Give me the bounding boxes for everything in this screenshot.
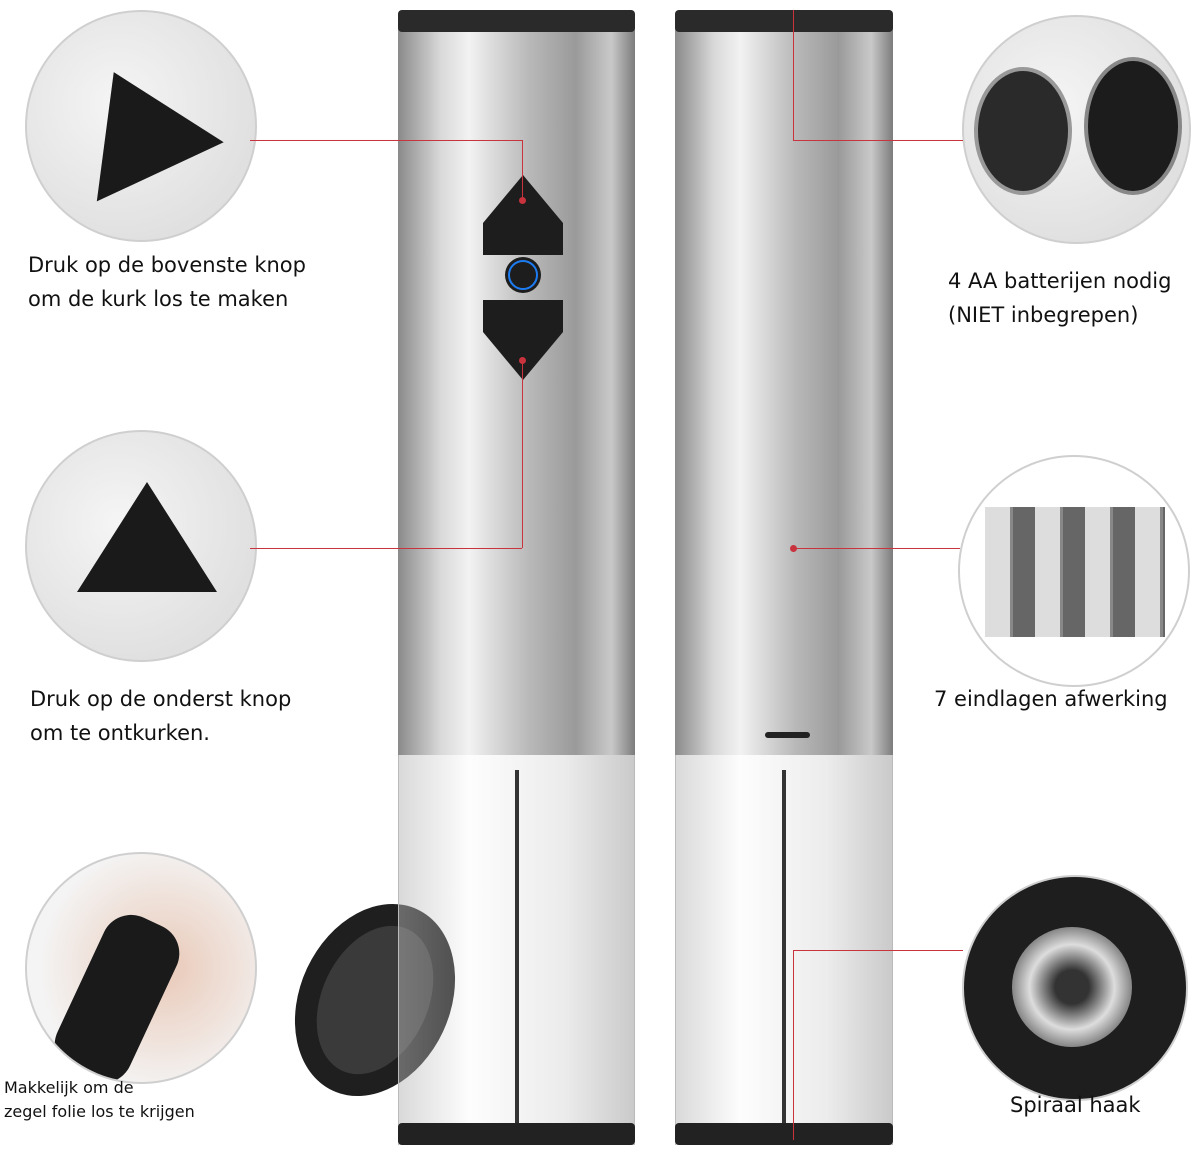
batteries-caption: 4 AA batterijen nodig (NIET inbegrepen) (948, 264, 1171, 332)
power-button[interactable] (508, 260, 538, 290)
caption-line: Spiraal haak (1010, 1093, 1141, 1117)
cutter-handle-icon (44, 905, 190, 1082)
finish-caption: 7 eindlagen afwerking (934, 682, 1168, 716)
caption-line: 7 eindlagen afwerking (934, 687, 1168, 711)
triangle-button-icon (77, 482, 217, 592)
caption-line: Makkelijk om de (4, 1078, 134, 1097)
top-button-caption: Druk op de bovenste knop om de kurk los … (28, 248, 306, 316)
foil-cutter-photo (25, 852, 257, 1084)
corkscrew-back (675, 10, 893, 1145)
foil-cutter-caption: Makkelijk om de zegel folie los te krijg… (4, 1076, 195, 1124)
battery-compartment-closeup (962, 15, 1191, 244)
spiral-hook-closeup (962, 875, 1188, 1101)
layers-icon (985, 507, 1165, 637)
caption-line: om de kurk los te maken (28, 287, 289, 311)
finish-layers-closeup (958, 455, 1190, 687)
spiral-opening-icon (1012, 927, 1132, 1047)
triangle-button-icon (50, 42, 224, 202)
caption-line: zegel folie los te krijgen (4, 1102, 195, 1121)
battery-cap-icon (974, 67, 1072, 195)
top-button-closeup (25, 10, 257, 242)
spiral-caption: Spiraal haak (1010, 1088, 1141, 1122)
corkscrew-front (398, 10, 635, 1145)
caption-line: Druk op de onderst knop (30, 687, 292, 711)
bottom-button-closeup (25, 430, 257, 662)
slot (765, 732, 810, 738)
caption-line: Druk op de bovenste knop (28, 253, 306, 277)
battery-holder-icon (1084, 57, 1182, 195)
caption-line: (NIET inbegrepen) (948, 303, 1139, 327)
caption-line: 4 AA batterijen nodig (948, 269, 1172, 293)
caption-line: om te ontkurken. (30, 721, 210, 745)
bottom-button-caption: Druk op de onderst knop om te ontkurken. (30, 682, 291, 750)
